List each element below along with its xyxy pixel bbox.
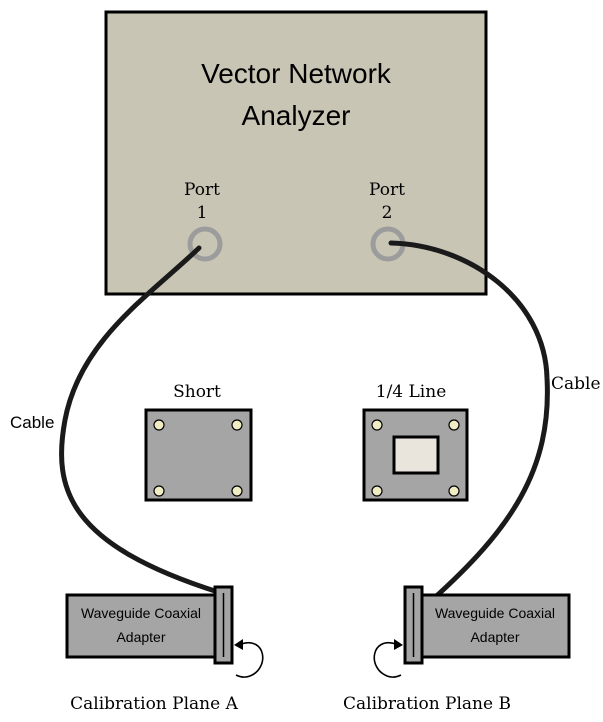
port-2-label: Port [369,180,405,200]
quarter-line-standard: 1/4 Line [362,382,469,502]
port-1-number: 1 [197,203,208,223]
short-label: Short [173,382,221,402]
port-1-label: Port [184,180,220,200]
quarter-line-screw [448,419,460,431]
short-standard: Short [144,382,253,502]
short-screw [231,485,243,497]
left-adapter-label-line1: Waveguide Coaxial [81,605,201,621]
vector-network-analyzer: Vector Network Analyzer Port 1 Port 2 [104,10,488,296]
quarter-line-screw [371,485,383,497]
right-cable-label: Cable [551,374,601,394]
quarter-line-window [392,435,440,475]
left-rotation-arrowhead [234,639,243,650]
right-adapter-label-line2: Adapter [470,629,519,645]
port-1-connector [187,226,223,262]
right-rotation-arrowhead [394,639,403,650]
left-adapter-body [65,593,217,659]
short-screw [231,419,243,431]
right-adapter-label-line1: Waveguide Coaxial [435,605,555,621]
calibration-plane-a-label: Calibration Plane A [70,694,238,714]
port-1: Port 1 [184,180,223,262]
right-rotation-arrow [373,641,402,678]
right-adapter-body [420,593,571,659]
right-cable [388,240,550,603]
short-screw [153,419,165,431]
left-cable-label: Cable [10,413,54,432]
left-cable [59,245,221,595]
quarter-line-screw [448,485,460,497]
port-2: Port 2 [369,180,406,262]
left-rotation-arrow [235,641,264,678]
calibration-plane-b-label: Calibration Plane B [343,694,511,714]
vna-title-line1: Vector Network [201,58,392,89]
vna-title-line2: Analyzer [242,100,351,131]
vna-body [104,10,488,296]
left-adapter-label-line2: Adapter [116,629,165,645]
port-2-number: 2 [382,203,393,223]
quarter-line-screw [371,419,383,431]
quarter-line-label: 1/4 Line [376,382,447,402]
short-screw [153,485,165,497]
right-adapter: Waveguide Coaxial Adapter [373,585,571,678]
left-adapter: Waveguide Coaxial Adapter [65,585,264,678]
